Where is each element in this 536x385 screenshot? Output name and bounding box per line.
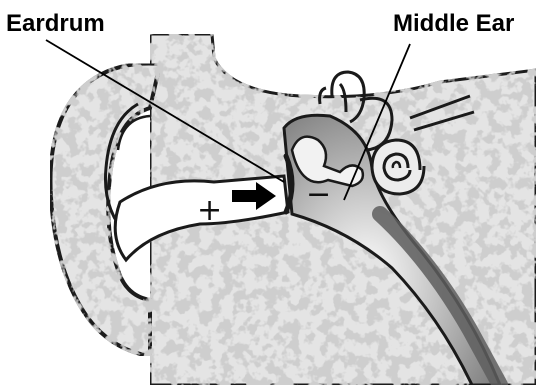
middle-ear-label: Middle Ear bbox=[393, 12, 514, 36]
eardrum-label: Eardrum bbox=[6, 12, 105, 36]
cochlea bbox=[372, 140, 424, 194]
middle-pressure-sign: − bbox=[306, 180, 331, 210]
outer-pressure-sign: + bbox=[197, 196, 222, 226]
